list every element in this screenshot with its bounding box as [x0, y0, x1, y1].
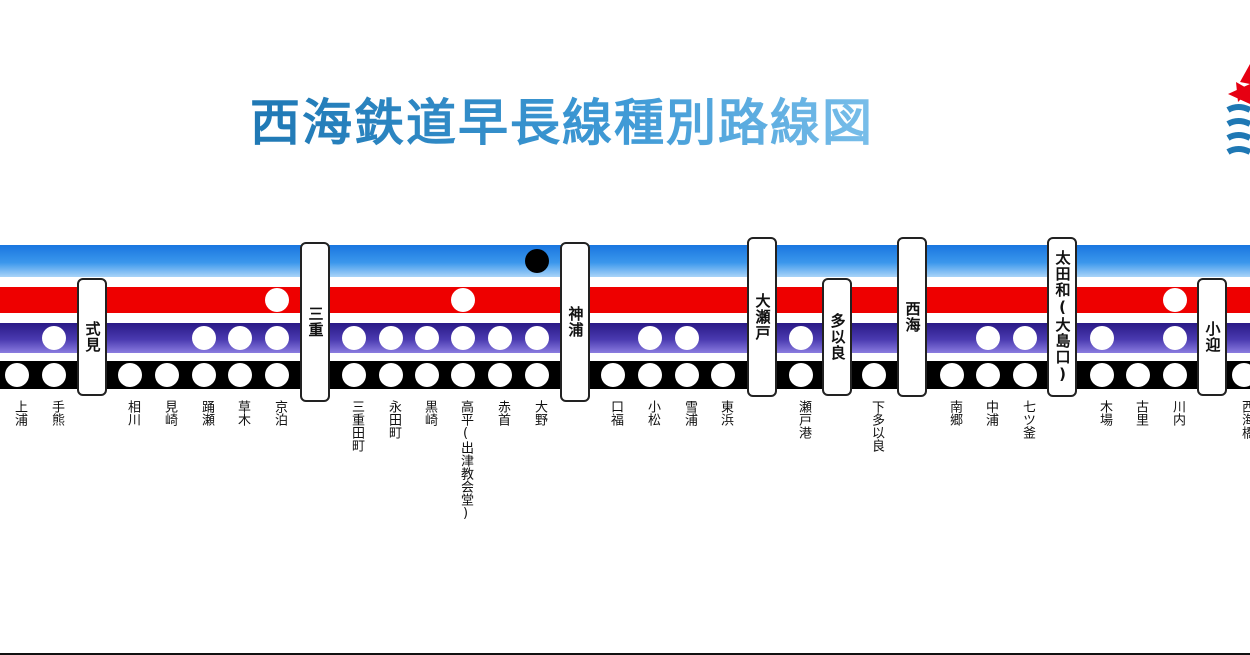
stop-marker-purple [488, 326, 512, 350]
service-band-blue [0, 245, 1250, 277]
stop-marker-black [192, 363, 216, 387]
stop-marker-purple [42, 326, 66, 350]
stop-marker-black [265, 363, 289, 387]
station-label: 瀬戸港 [796, 400, 811, 439]
station-label: 小松 [645, 400, 660, 426]
stop-marker-black [1090, 363, 1114, 387]
stop-marker-black [5, 363, 29, 387]
stop-marker-black [342, 363, 366, 387]
stop-marker-purple [789, 326, 813, 350]
station-label: 古里 [1133, 400, 1148, 426]
stop-marker-purple [675, 326, 699, 350]
station-label: 手熊 [49, 400, 64, 426]
major-station: 小迎 [1197, 278, 1227, 396]
stop-marker-purple [379, 326, 403, 350]
station-label: 京泊 [272, 400, 287, 426]
stop-marker-black [525, 363, 549, 387]
station-label: 草木 [235, 400, 250, 426]
stop-marker-purple [451, 326, 475, 350]
station-label: 七ツ釜 [1020, 400, 1035, 439]
stop-marker-purple [1090, 326, 1114, 350]
station-label: 高平(出津教会堂) [458, 400, 473, 521]
bottom-rule [0, 653, 1250, 655]
stop-marker-red [265, 288, 289, 312]
stop-marker-black [940, 363, 964, 387]
station-label: 川内 [1170, 400, 1185, 426]
stop-marker-purple [1013, 326, 1037, 350]
company-logo-icon [1226, 64, 1250, 155]
stop-marker-black [379, 363, 403, 387]
stop-marker-purple [525, 326, 549, 350]
station-label: 踊瀬 [199, 400, 214, 426]
stop-marker-purple [342, 326, 366, 350]
stop-marker-black [118, 363, 142, 387]
station-label: 大野 [532, 400, 547, 426]
station-label: 見崎 [162, 400, 177, 426]
stop-marker-black [1126, 363, 1150, 387]
stop-marker-purple [1163, 326, 1187, 350]
diagram-title: 西海鉄道早長線種別路線図 [250, 84, 930, 154]
major-station: 大瀬戸 [747, 237, 777, 397]
stop-marker-red [1163, 288, 1187, 312]
station-label: 永田町 [386, 400, 401, 439]
stop-marker-black [789, 363, 813, 387]
station-label: 雪浦 [682, 400, 697, 426]
station-label: 下多以良 [869, 400, 884, 452]
station-label: 相川 [125, 400, 140, 426]
station-label: 木場 [1097, 400, 1112, 426]
stop-marker-black [451, 363, 475, 387]
stop-marker-black [1163, 363, 1187, 387]
stop-marker-black [711, 363, 735, 387]
stop-marker-purple [228, 326, 252, 350]
stop-marker-blue [525, 249, 549, 273]
stop-marker-black [415, 363, 439, 387]
station-label: 西海橋 [1239, 400, 1250, 439]
stop-marker-black [1232, 363, 1250, 387]
station-label: 中浦 [983, 400, 998, 426]
stop-marker-black [42, 363, 66, 387]
stop-marker-black [976, 363, 1000, 387]
stop-marker-red [451, 288, 475, 312]
station-label: 上浦 [12, 400, 27, 426]
stop-marker-black [638, 363, 662, 387]
station-label: 東浜 [718, 400, 733, 426]
major-station: 多以良 [822, 278, 852, 396]
stop-marker-black [1013, 363, 1037, 387]
stop-marker-purple [415, 326, 439, 350]
station-label: 南郷 [947, 400, 962, 426]
major-station: 太田和(大島口) [1047, 237, 1077, 397]
stop-marker-purple [976, 326, 1000, 350]
stop-marker-black [228, 363, 252, 387]
stop-marker-purple [638, 326, 662, 350]
major-station: 式見 [77, 278, 107, 396]
station-label: 口福 [608, 400, 623, 426]
stop-marker-black [675, 363, 699, 387]
stop-marker-black [155, 363, 179, 387]
major-station: 三重 [300, 242, 330, 402]
station-label: 黒崎 [422, 400, 437, 426]
service-band-red [0, 287, 1250, 313]
major-station: 神浦 [560, 242, 590, 402]
stop-marker-purple [192, 326, 216, 350]
stop-marker-black [601, 363, 625, 387]
stop-marker-black [862, 363, 886, 387]
station-label: 三重田町 [349, 400, 364, 452]
major-station: 西海 [897, 237, 927, 397]
station-label: 赤首 [495, 400, 510, 426]
stop-marker-purple [265, 326, 289, 350]
stop-marker-black [488, 363, 512, 387]
